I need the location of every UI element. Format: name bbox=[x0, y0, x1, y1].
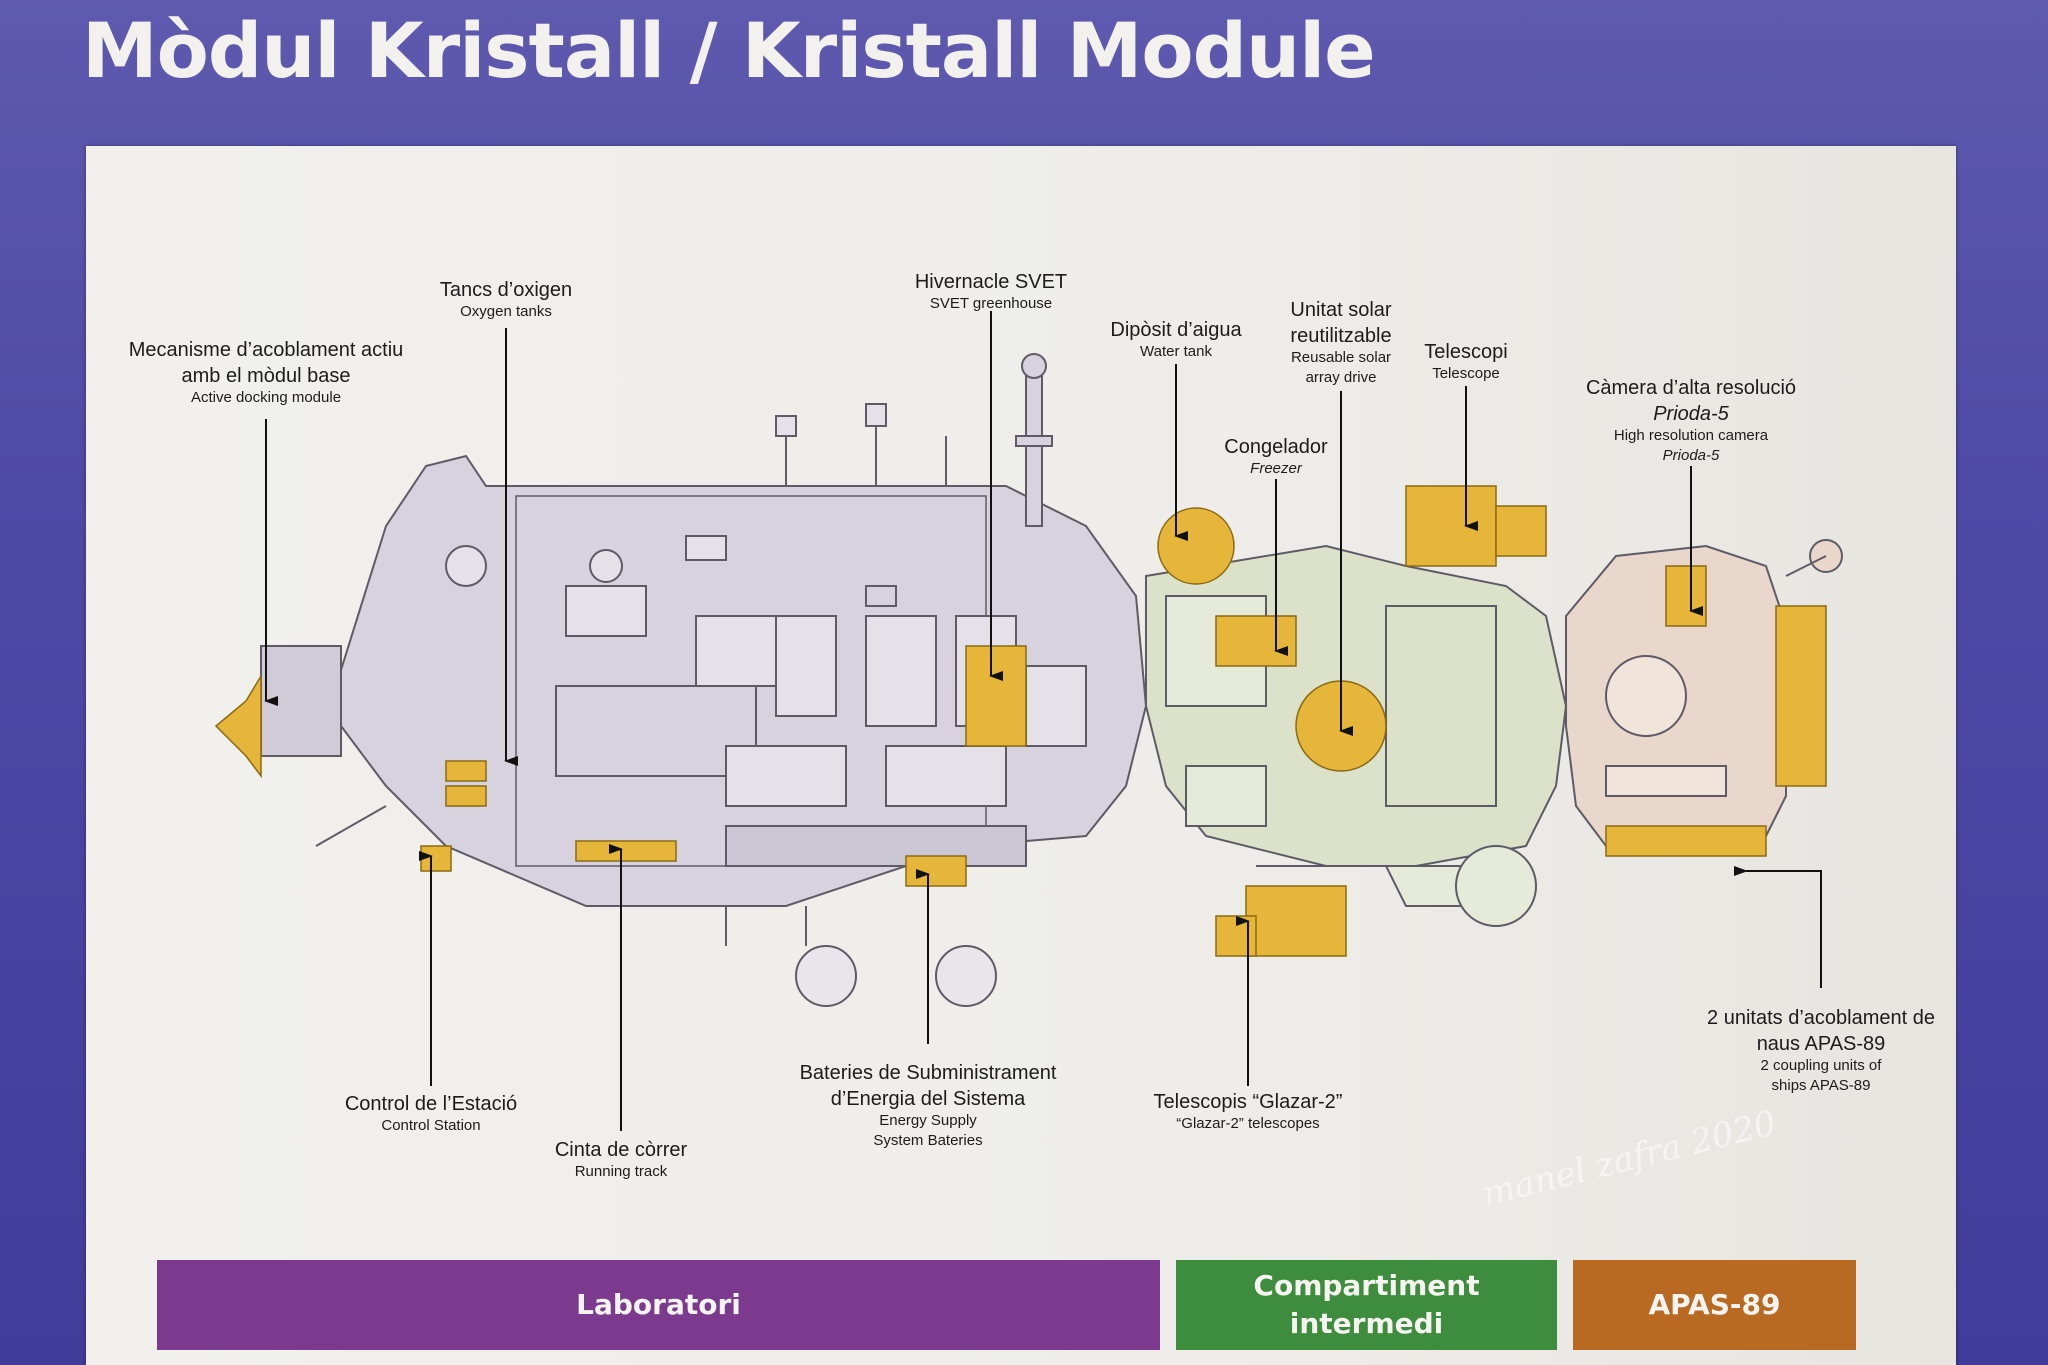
apas-docking-ring bbox=[1605, 825, 1767, 857]
module-diagram: Mecanisme d’acoblament actiu amb el mòdu… bbox=[129, 271, 1935, 1215]
svet-greenhouse bbox=[965, 645, 1027, 747]
running-track bbox=[575, 840, 677, 862]
label-control-main: Control de l’Estació bbox=[345, 1093, 517, 1115]
label-batteries-line1: Bateries de Subministrament bbox=[800, 1062, 1057, 1084]
label-telescope-sub: Telescope bbox=[1432, 365, 1500, 382]
label-track-sub: Running track bbox=[575, 1163, 668, 1180]
label-camera-line1: Càmera d’alta resolució bbox=[1586, 377, 1796, 399]
label-batteries-sub2: System Bateries bbox=[873, 1132, 982, 1149]
label-freezer-sub: Freezer bbox=[1250, 460, 1303, 477]
telescope-unit bbox=[1405, 485, 1497, 567]
photographer-signature: manel zafra 2020 bbox=[1479, 1103, 1781, 1215]
apas-hull bbox=[1565, 539, 1843, 847]
apas-docking-port bbox=[1775, 605, 1827, 787]
label-solar-line2: reutilitzable bbox=[1290, 325, 1391, 347]
active-docking-mechanism bbox=[214, 673, 262, 779]
label-apas-line2: naus APAS-89 bbox=[1757, 1033, 1886, 1055]
section-apas-89: APAS-89 bbox=[1573, 1260, 1856, 1350]
camera-prioda-5 bbox=[1665, 565, 1707, 627]
label-batteries-line2: d’Energia del Sistema bbox=[831, 1088, 1026, 1110]
water-tank bbox=[1157, 507, 1235, 585]
leader-apas bbox=[1734, 866, 1822, 988]
label-docking-line1: Mecanisme d’acoblament actiu bbox=[129, 339, 404, 361]
freezer-unit bbox=[1215, 615, 1297, 667]
label-glazar-main: Telescopis “Glazar-2” bbox=[1154, 1091, 1343, 1113]
label-apas-sub2: ships APAS-89 bbox=[1772, 1077, 1871, 1094]
label-solar-sub2: array drive bbox=[1306, 369, 1377, 386]
glazar-2-telescope-b bbox=[1215, 915, 1257, 957]
label-docking-sub: Active docking module bbox=[191, 389, 341, 406]
laboratori-hull bbox=[260, 403, 1148, 1007]
antenna-mast bbox=[1015, 353, 1053, 527]
label-svet-main: Hivernacle SVET bbox=[915, 271, 1067, 293]
label-oxygen-main: Tancs d’oxigen bbox=[440, 279, 572, 301]
label-water-main: Dipòsit d’aigua bbox=[1110, 319, 1242, 341]
label-telescope-main: Telescopi bbox=[1424, 341, 1507, 363]
page-title: Mòdul Kristall / Kristall Module bbox=[82, 6, 1376, 95]
section-laboratori: Laboratori bbox=[157, 1260, 1160, 1350]
label-camera-sub1: High resolution camera bbox=[1614, 427, 1769, 444]
control-station bbox=[420, 845, 452, 872]
label-docking-line2: amb el mòdul base bbox=[182, 365, 351, 387]
leader-lines bbox=[264, 311, 1822, 1131]
label-apas-sub1: 2 coupling units of bbox=[1761, 1057, 1883, 1074]
label-camera-sub2: Prioda-5 bbox=[1663, 447, 1720, 464]
label-batteries-sub1: Energy Supply bbox=[879, 1112, 977, 1129]
text-labels: Mecanisme d’acoblament actiu amb el mòdu… bbox=[129, 271, 1935, 1180]
label-glazar-sub: “Glazar-2” telescopes bbox=[1176, 1115, 1319, 1132]
label-apas-line1: 2 unitats d’acoblament de bbox=[1707, 1007, 1935, 1029]
section-compartiment-intermedi: Compartiment intermedi bbox=[1176, 1260, 1557, 1350]
label-water-sub: Water tank bbox=[1140, 343, 1212, 360]
label-freezer-main: Congelador bbox=[1224, 436, 1328, 458]
label-solar-line1: Unitat solar bbox=[1290, 299, 1391, 321]
label-control-sub: Control Station bbox=[381, 1117, 480, 1134]
diagram-board: Mecanisme d’acoblament actiu amb el mòdu… bbox=[86, 146, 1956, 1365]
label-camera-line2: Prioda-5 bbox=[1653, 403, 1729, 425]
telescope-lens bbox=[1495, 505, 1547, 557]
glazar-2-telescope-a bbox=[1245, 885, 1347, 957]
label-solar-sub1: Reusable solar bbox=[1291, 349, 1391, 366]
oxygen-tank-b bbox=[445, 785, 487, 807]
highlighted-components bbox=[214, 485, 1827, 957]
oxygen-tank-a bbox=[445, 760, 487, 782]
label-svet-sub: SVET greenhouse bbox=[930, 295, 1052, 312]
label-oxygen-sub: Oxygen tanks bbox=[460, 303, 552, 320]
energy-supply-batteries bbox=[905, 855, 967, 887]
label-track-main: Cinta de còrrer bbox=[555, 1139, 688, 1161]
